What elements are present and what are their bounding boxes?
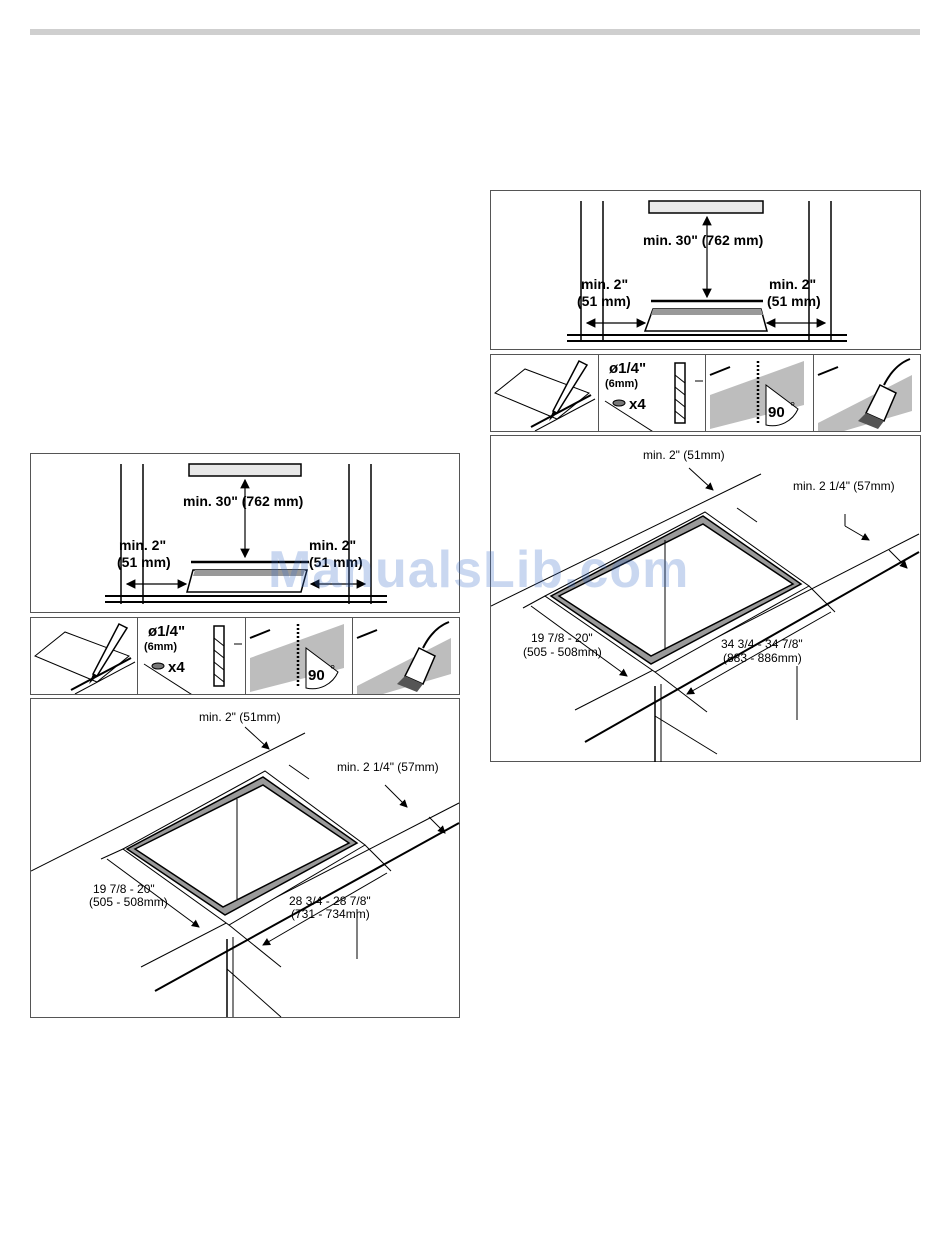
depth-in-label: 19 7/8 - 20" bbox=[93, 882, 155, 896]
clearance-left-in: min. 2" bbox=[119, 537, 166, 553]
drill-count-right: x4 bbox=[629, 396, 646, 413]
width-mm-label: (731 - 734mm) bbox=[291, 907, 370, 921]
cut-step-right: 90 ° bbox=[706, 355, 814, 431]
width-in-label: 28 3/4 - 28 7/8" bbox=[289, 894, 371, 908]
width-in-label-right: 34 3/4 - 34 7/8" bbox=[721, 637, 803, 651]
drill-bit-icon bbox=[673, 362, 686, 424]
drill-bit-icon bbox=[213, 625, 225, 687]
depth-mm-label: (505 - 508mm) bbox=[89, 895, 168, 909]
tool-strip-right: ø1/4" (6mm) x4 90 ° bbox=[490, 354, 921, 432]
drill-count: x4 bbox=[168, 659, 185, 676]
degree-sign: ° bbox=[330, 662, 335, 677]
drill-step: ø1/4" (6mm) x4 bbox=[138, 618, 246, 694]
min-front-label: min. 2" (51mm) bbox=[199, 710, 281, 724]
clearance-right-in-right: min. 2" bbox=[769, 276, 816, 292]
cutout-diagram-right: min. 2" (51mm) min. 2 1/4" (57mm) 19 7/8… bbox=[490, 435, 921, 762]
cut-angle: 90 bbox=[308, 667, 325, 684]
clearance-right-in: min. 2" bbox=[309, 537, 356, 553]
mark-step bbox=[31, 618, 139, 694]
drill-step-right: ø1/4" (6mm) x4 bbox=[599, 355, 706, 431]
watermark: ManualsLib.com bbox=[268, 541, 690, 599]
clearance-right-mm: (51 mm) bbox=[309, 554, 363, 570]
seal-step bbox=[353, 618, 459, 694]
clearance-top-label: min. 30" (762 mm) bbox=[183, 493, 303, 509]
drill-size-right: ø1/4" bbox=[609, 360, 646, 377]
drill-size-mm: (6mm) bbox=[144, 641, 177, 653]
drill-size: ø1/4" bbox=[148, 623, 185, 640]
cut-step: 90 ° bbox=[246, 618, 353, 694]
cut-angle-right: 90 bbox=[768, 404, 785, 421]
depth-in-label-right: 19 7/8 - 20" bbox=[531, 631, 593, 645]
seal-step-right bbox=[814, 355, 921, 431]
tool-strip-left: ø1/4" (6mm) x4 90 ° bbox=[30, 617, 460, 695]
width-mm-label-right: (883 - 886mm) bbox=[723, 651, 802, 665]
mark-step-right bbox=[491, 355, 599, 431]
clearance-diagram-right: min. 30" (762 mm) min. 2" (51 mm) min. 2… bbox=[490, 190, 921, 350]
min-back-label-right: min. 2 1/4" (57mm) bbox=[793, 479, 895, 493]
min-back-label: min. 2 1/4" (57mm) bbox=[337, 760, 439, 774]
min-front-label-right: min. 2" (51mm) bbox=[643, 448, 725, 462]
degree-sign-right: ° bbox=[790, 399, 795, 414]
header-rule bbox=[30, 29, 920, 35]
cutout-diagram-left: min. 2" (51mm) min. 2 1/4" (57mm) 19 7/8… bbox=[30, 698, 460, 1018]
depth-mm-label-right: (505 - 508mm) bbox=[523, 645, 602, 659]
clearance-left-in-right: min. 2" bbox=[581, 276, 628, 292]
clearance-right-mm-right: (51 mm) bbox=[767, 293, 821, 309]
clearance-left-mm: (51 mm) bbox=[117, 554, 171, 570]
clearance-left-mm-right: (51 mm) bbox=[577, 293, 631, 309]
clearance-diagram-left: min. 30" (762 mm) min. 2" (51 mm) min. 2… bbox=[30, 453, 460, 613]
clearance-top-label-right: min. 30" (762 mm) bbox=[643, 232, 763, 248]
drill-size-mm-right: (6mm) bbox=[605, 378, 638, 390]
